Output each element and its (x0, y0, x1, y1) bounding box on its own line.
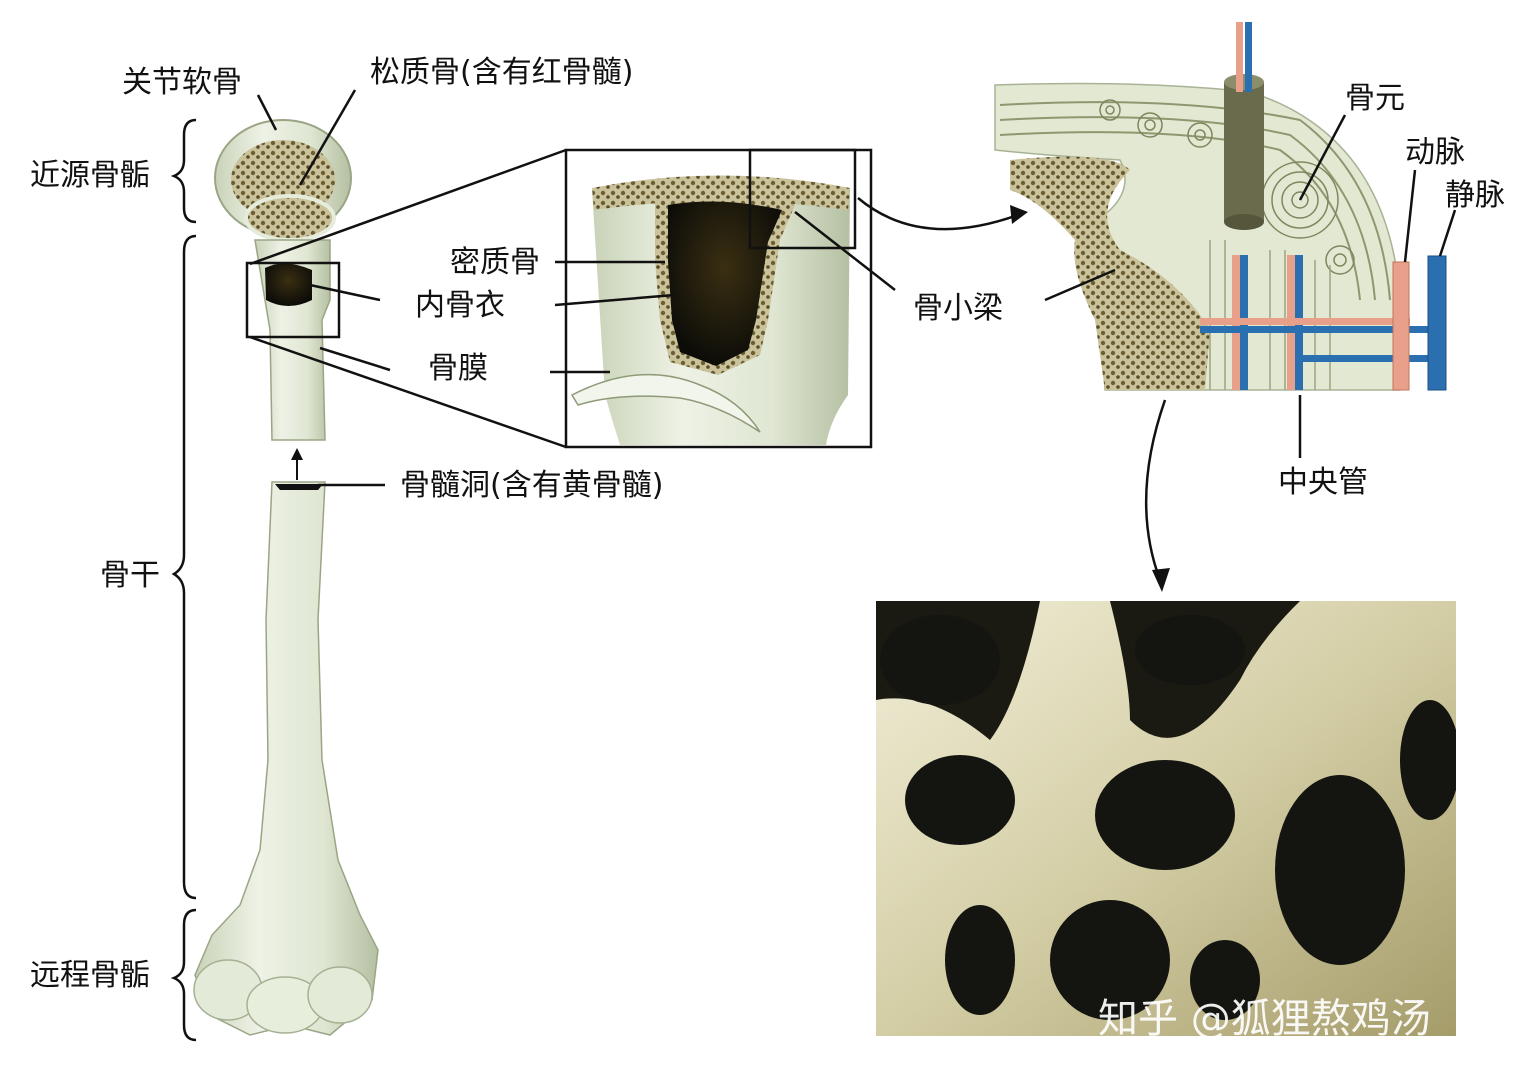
top-vein (1245, 22, 1252, 92)
sem-hole-9 (1400, 700, 1456, 820)
sem-hole-4 (905, 755, 1015, 845)
sem-hole-8 (880, 615, 1000, 705)
osteon-lamella-2 (999, 116, 1376, 301)
arrow-to-osteon (857, 197, 1019, 231)
trabeculae-micrograph: 知乎 @狐狸熬鸡汤 (876, 601, 1456, 1042)
label-central-canal: 中央管 (1278, 465, 1368, 500)
leader-spongy-bone (298, 89, 357, 186)
osteon-detail (994, 22, 1447, 391)
label-periosteum: 骨膜 (428, 351, 488, 386)
central-canal-bottom (1224, 214, 1264, 230)
leader-periosteum-small (319, 346, 391, 372)
label-spongy-bone: 松质骨(含有红骨髓) (370, 55, 633, 90)
sem-hole-1 (1095, 760, 1235, 870)
vein-column (1427, 255, 1447, 391)
label-trabeculae: 骨小梁 (913, 291, 1003, 326)
lower-shaft (194, 481, 379, 1036)
cross-section-zoom (564, 148, 873, 449)
trabeculae-detail-box (748, 148, 857, 250)
leader-vein (1438, 209, 1457, 257)
label-vein: 静脉 (1445, 178, 1505, 213)
sem-hole-7 (1135, 615, 1245, 685)
osteon-lamella-1 (999, 101, 1391, 301)
leader-articular-cartilage (256, 94, 278, 131)
zoom-line-top (249, 148, 567, 266)
leader-endosteum-small (309, 283, 381, 302)
medullary-cut (275, 484, 323, 490)
sem-hole-5 (945, 905, 1015, 1015)
label-articular-cartilage: 关节软骨 (122, 65, 242, 100)
leader-trabeculae (794, 211, 896, 291)
femur-illustration (193, 119, 379, 1036)
watermark: 知乎 @狐狸熬鸡汤 (1098, 996, 1431, 1042)
label-distal-epiphysis: 远程骨骺 (30, 958, 150, 993)
brace-distal-epiphysis (170, 908, 197, 1042)
central-canal-top (1224, 74, 1264, 90)
leader-endosteum-zoom (554, 293, 675, 307)
sem-hole-3 (1050, 900, 1170, 1020)
artery-column (1392, 261, 1410, 391)
arrow-to-sem (1144, 399, 1167, 581)
leader-artery (1403, 169, 1417, 263)
label-artery: 动脉 (1405, 135, 1465, 170)
label-endosteum: 内骨衣 (415, 288, 505, 323)
upper-cut-marrow (265, 263, 312, 306)
proximal-head-spongy-lower (244, 194, 336, 242)
sem-hole-2 (1275, 775, 1405, 965)
arrow-to-sem-head (1152, 568, 1170, 592)
label-proximal-epiphysis: 近源骨骺 (30, 158, 150, 193)
leader-trabeculae-osteon (1044, 268, 1116, 302)
osteon-circles (1099, 99, 1355, 275)
zoom-line-bottom (249, 335, 567, 449)
zoom-periosteum-flap (570, 373, 761, 433)
detail-box-small (245, 261, 341, 339)
label-osteon: 骨元 (1345, 81, 1405, 116)
distal-condyle-right (307, 966, 373, 1024)
osteon-lamella-3 (999, 131, 1361, 301)
label-compact-bone: 密质骨 (450, 245, 540, 280)
leader-osteon (1298, 114, 1347, 201)
label-diaphysis: 骨干 (100, 558, 160, 593)
medullary-arrowhead (291, 448, 303, 460)
top-artery (1236, 22, 1243, 92)
brace-diaphysis (171, 234, 197, 900)
vessel-network (1200, 255, 1440, 390)
arrow-to-osteon-head (1010, 205, 1028, 224)
sem-hole-6 (1190, 940, 1260, 1020)
label-medullary-cavity: 骨髓洞(含有黄骨髓) (400, 468, 663, 503)
brace-proximal-epiphysis (170, 118, 197, 224)
zoom-marrow (668, 201, 782, 366)
central-canal-cylinder (1224, 82, 1264, 222)
